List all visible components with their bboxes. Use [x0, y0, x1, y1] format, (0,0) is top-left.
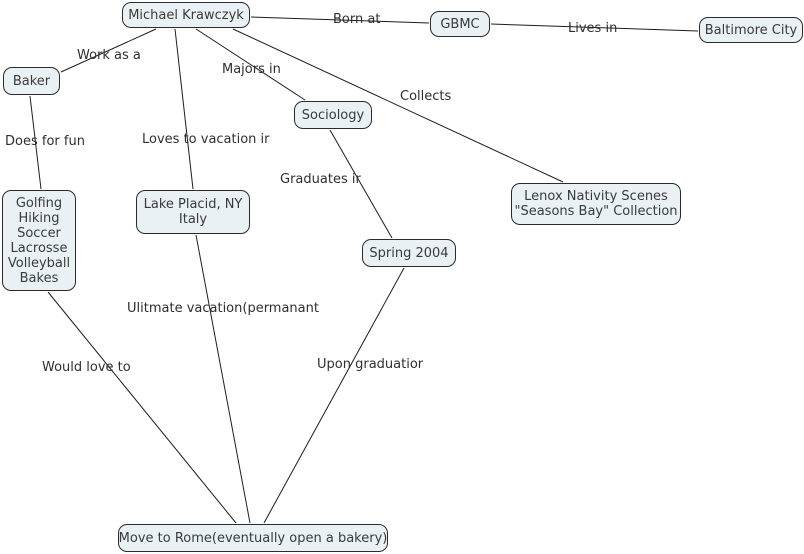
node-rome[interactable]: Move to Rome(eventually open a bakery): [118, 524, 388, 552]
edge-collects: [232, 28, 564, 183]
edge-label-majors-in[interactable]: Majors in: [222, 62, 281, 77]
edge-label-loves-vacation[interactable]: Loves to vacation ir: [142, 132, 270, 147]
edge-ultimate-vac: [195, 234, 251, 524]
edge-would-love-to: [47, 291, 237, 524]
node-sociology[interactable]: Sociology: [294, 101, 372, 129]
node-gbmc[interactable]: GBMC: [430, 11, 490, 37]
edge-label-upon-grad[interactable]: Upon graduatior: [317, 357, 424, 372]
node-baker[interactable]: Baker: [3, 67, 60, 95]
edge-label-collects[interactable]: Collects: [400, 89, 452, 104]
node-spring[interactable]: Spring 2004: [362, 239, 456, 267]
edge-label-lives-in[interactable]: Lives in: [568, 21, 618, 36]
edge-label-ultimate-vac[interactable]: Ulitmate vacation(permanant: [127, 301, 319, 316]
edge-label-does-for-fun[interactable]: Does for fun: [5, 134, 85, 149]
node-sports[interactable]: Golfing Hiking Soccer Lacrosse Volleybal…: [2, 190, 76, 291]
edge-loves-vacation: [174, 28, 194, 190]
node-lenox[interactable]: Lenox Nativity Scenes "Seasons Bay" Coll…: [511, 183, 681, 225]
node-baltimore[interactable]: Baltimore City: [699, 17, 803, 43]
node-michael[interactable]: Michael Krawczyk: [122, 2, 250, 28]
edge-label-work-as-a[interactable]: Work as a: [77, 48, 141, 63]
node-lake[interactable]: Lake Placid, NY Italy: [136, 190, 250, 234]
edge-label-would-love-to[interactable]: Would love to: [42, 360, 131, 375]
edge-label-born-at[interactable]: Born at: [333, 12, 381, 27]
edge-label-graduates-in[interactable]: Graduates ir: [280, 172, 361, 187]
